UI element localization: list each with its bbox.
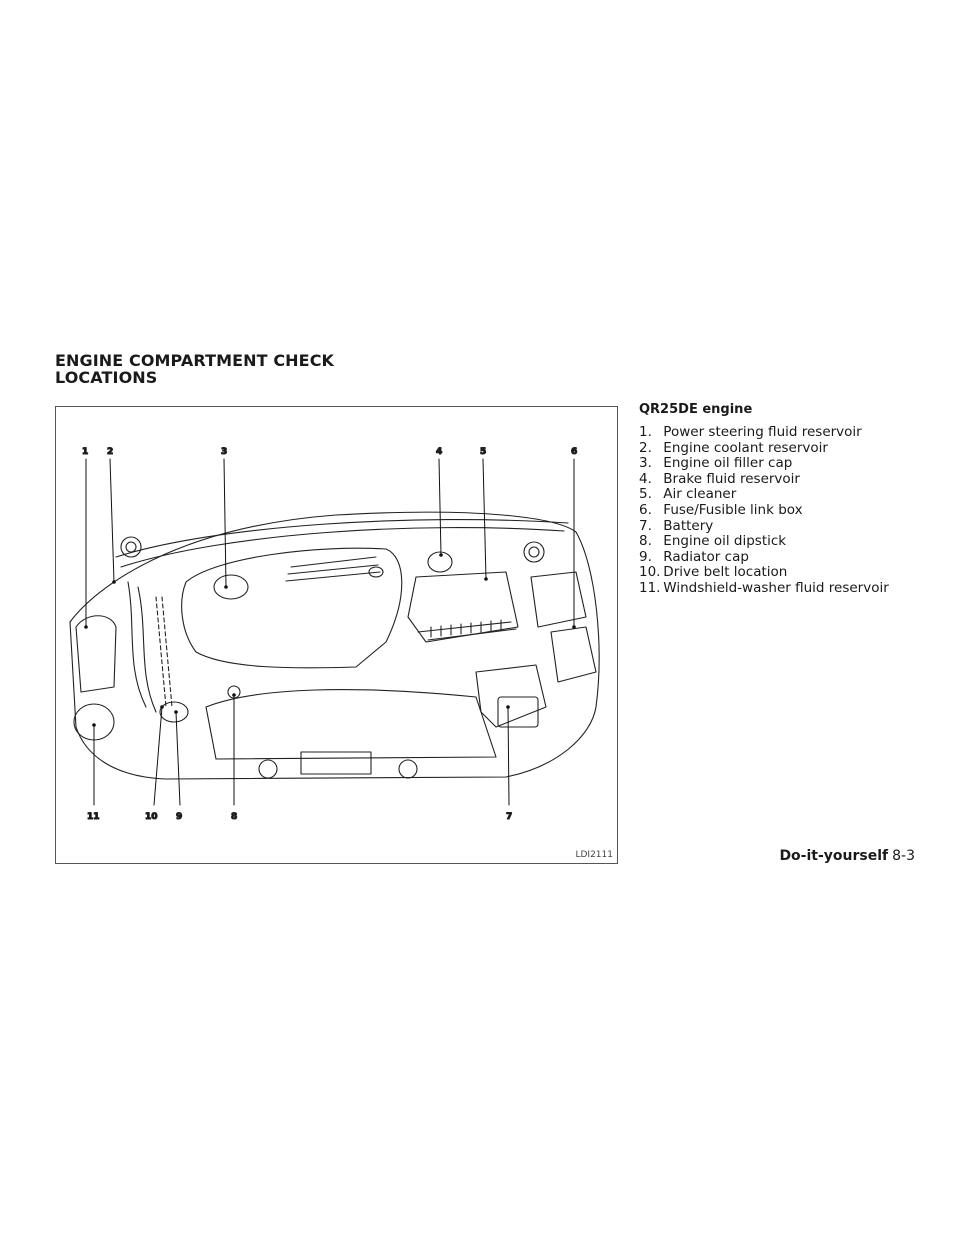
callout-1: 1 xyxy=(82,447,88,457)
coolant-reservoir-shape xyxy=(75,615,117,693)
brake-fluid-reservoir-shape xyxy=(427,551,453,573)
front-engine-cover xyxy=(205,689,497,760)
callout-3: 3 xyxy=(221,447,227,457)
callout-5: 5 xyxy=(480,447,486,457)
left-strut-tower xyxy=(120,536,142,558)
battery-shape xyxy=(475,664,547,728)
list-item: 11. Windshield-washer fluid reservoir xyxy=(639,579,889,596)
fuse-box-shape-2 xyxy=(550,626,597,683)
figure-code: LDI2111 xyxy=(575,850,613,860)
engine-illustration: 1 2 3 4 5 6 11 10 9 8 7 xyxy=(69,446,600,823)
cowl-line-2 xyxy=(120,527,565,568)
section-title: ENGINE COMPARTMENT CHECK LOCATIONS xyxy=(55,351,335,387)
right-strut-tower xyxy=(523,541,545,563)
oil-filler-cap-shape xyxy=(213,574,249,600)
list-item: 8. Engine oil dipstick xyxy=(639,533,787,550)
engine-cover xyxy=(181,547,403,669)
list-item: 5. Air cleaner xyxy=(639,486,737,503)
legend-list: 1. Power steering fluid reservoir 2. Eng… xyxy=(639,424,939,597)
list-item: 10. Drive belt location xyxy=(639,564,788,581)
callout-7: 7 xyxy=(506,812,512,822)
list-item: 1. Power steering fluid reservoir xyxy=(639,424,862,440)
list-item: 3. Engine oil filler cap xyxy=(639,455,793,472)
callout-2: 2 xyxy=(107,447,113,457)
list-item: 2. Engine coolant reservoir xyxy=(639,439,828,456)
hood-outline xyxy=(69,511,600,780)
page-number: 8-3 xyxy=(892,848,915,864)
callout-4: 4 xyxy=(436,447,442,457)
radiator-cap-shape xyxy=(159,701,189,723)
callout-9: 9 xyxy=(176,812,182,822)
callout-dots xyxy=(84,553,576,727)
engine-compartment-figure: 1 2 3 4 5 6 11 10 9 8 7 LDI2111 xyxy=(55,406,618,864)
legend-title: QR25DE engine xyxy=(639,402,753,417)
callout-10: 10 xyxy=(145,812,158,822)
callout-8: 8 xyxy=(231,812,237,822)
footer-section: Do-it-yourself xyxy=(779,848,889,864)
legend: QR25DE engine 1. Power steering fluid re… xyxy=(639,402,939,597)
fuse-box-shape xyxy=(530,571,587,628)
list-item: 9. Radiator cap xyxy=(639,548,749,565)
list-item: 4. Brake fluid reservoir xyxy=(639,470,800,487)
callout-6: 6 xyxy=(571,447,577,457)
list-item: 6. Fuse/Fusible link box xyxy=(639,501,803,518)
callout-leaders xyxy=(85,458,575,806)
list-item: 7. Battery xyxy=(639,517,714,534)
callout-11: 11 xyxy=(87,812,100,822)
cowl-line xyxy=(115,519,569,558)
